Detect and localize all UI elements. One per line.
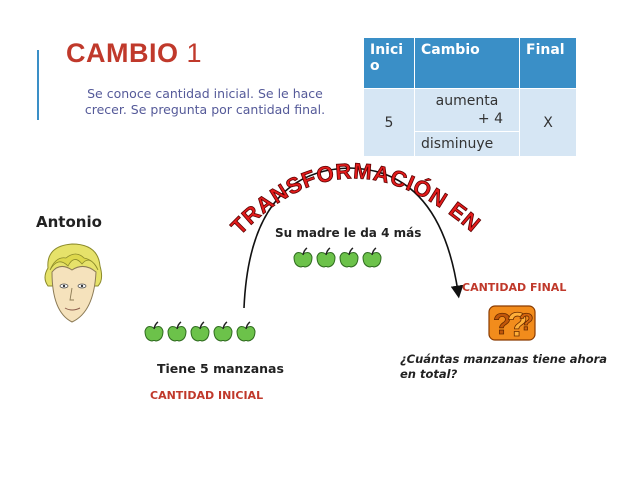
apple-icon — [167, 321, 187, 342]
slide-title: CAMBIO 1 — [66, 38, 202, 69]
slide-subtitle: Se conoce cantidad inicial. Se le hace c… — [84, 86, 326, 117]
apple-icon — [144, 321, 164, 342]
final-question-text: ¿Cuántas manzanas tiene ahora en total? — [400, 352, 608, 381]
cell-final-value: X — [519, 88, 577, 157]
svg-text:?: ? — [493, 308, 511, 341]
apple-icon — [339, 247, 359, 268]
apple-icon — [293, 247, 313, 268]
apple-icon — [316, 247, 336, 268]
final-quantity-tag: CANTIDAD FINAL — [462, 281, 567, 294]
aumenta-amount: + 4 — [477, 111, 503, 127]
header-cambio: Cambio — [414, 37, 520, 89]
initial-quantity-text: Tiene 5 manzanas — [157, 361, 284, 376]
aumenta-label: aumenta — [435, 93, 499, 109]
initial-apples-row — [143, 321, 258, 343]
apple-icon — [362, 247, 382, 268]
mother-apples-row — [292, 247, 384, 269]
svg-text:?: ? — [507, 306, 528, 344]
banner-text: TRANSFORMACIÓN EN MAS — [0, 0, 492, 242]
apple-icon — [190, 321, 210, 342]
svg-text:?: ? — [519, 309, 534, 336]
antonio-face-illustration — [44, 243, 103, 323]
cell-disminuye: disminuye — [414, 131, 520, 157]
apple-icon — [213, 321, 233, 342]
summary-table: Inici o Cambio Final 5 aumenta + 4 X dis… — [363, 37, 577, 157]
arc-arrow — [243, 167, 464, 309]
mother-gives-text: Su madre le da 4 más — [275, 226, 422, 240]
apple-icon — [236, 321, 256, 342]
accent-bar — [37, 50, 39, 120]
cell-inicio-value: 5 — [363, 88, 415, 157]
header-inicio: Inici o — [363, 37, 415, 89]
question-marks-icon: ? ? ? — [488, 305, 536, 344]
character-name: Antonio — [36, 213, 102, 231]
banner-text-path: TRANSFORMACIÓN EN MAS — [0, 0, 491, 242]
initial-quantity-tag: CANTIDAD INICIAL — [150, 389, 264, 402]
title-number: 1 — [186, 38, 203, 68]
title-word: CAMBIO — [66, 38, 179, 68]
